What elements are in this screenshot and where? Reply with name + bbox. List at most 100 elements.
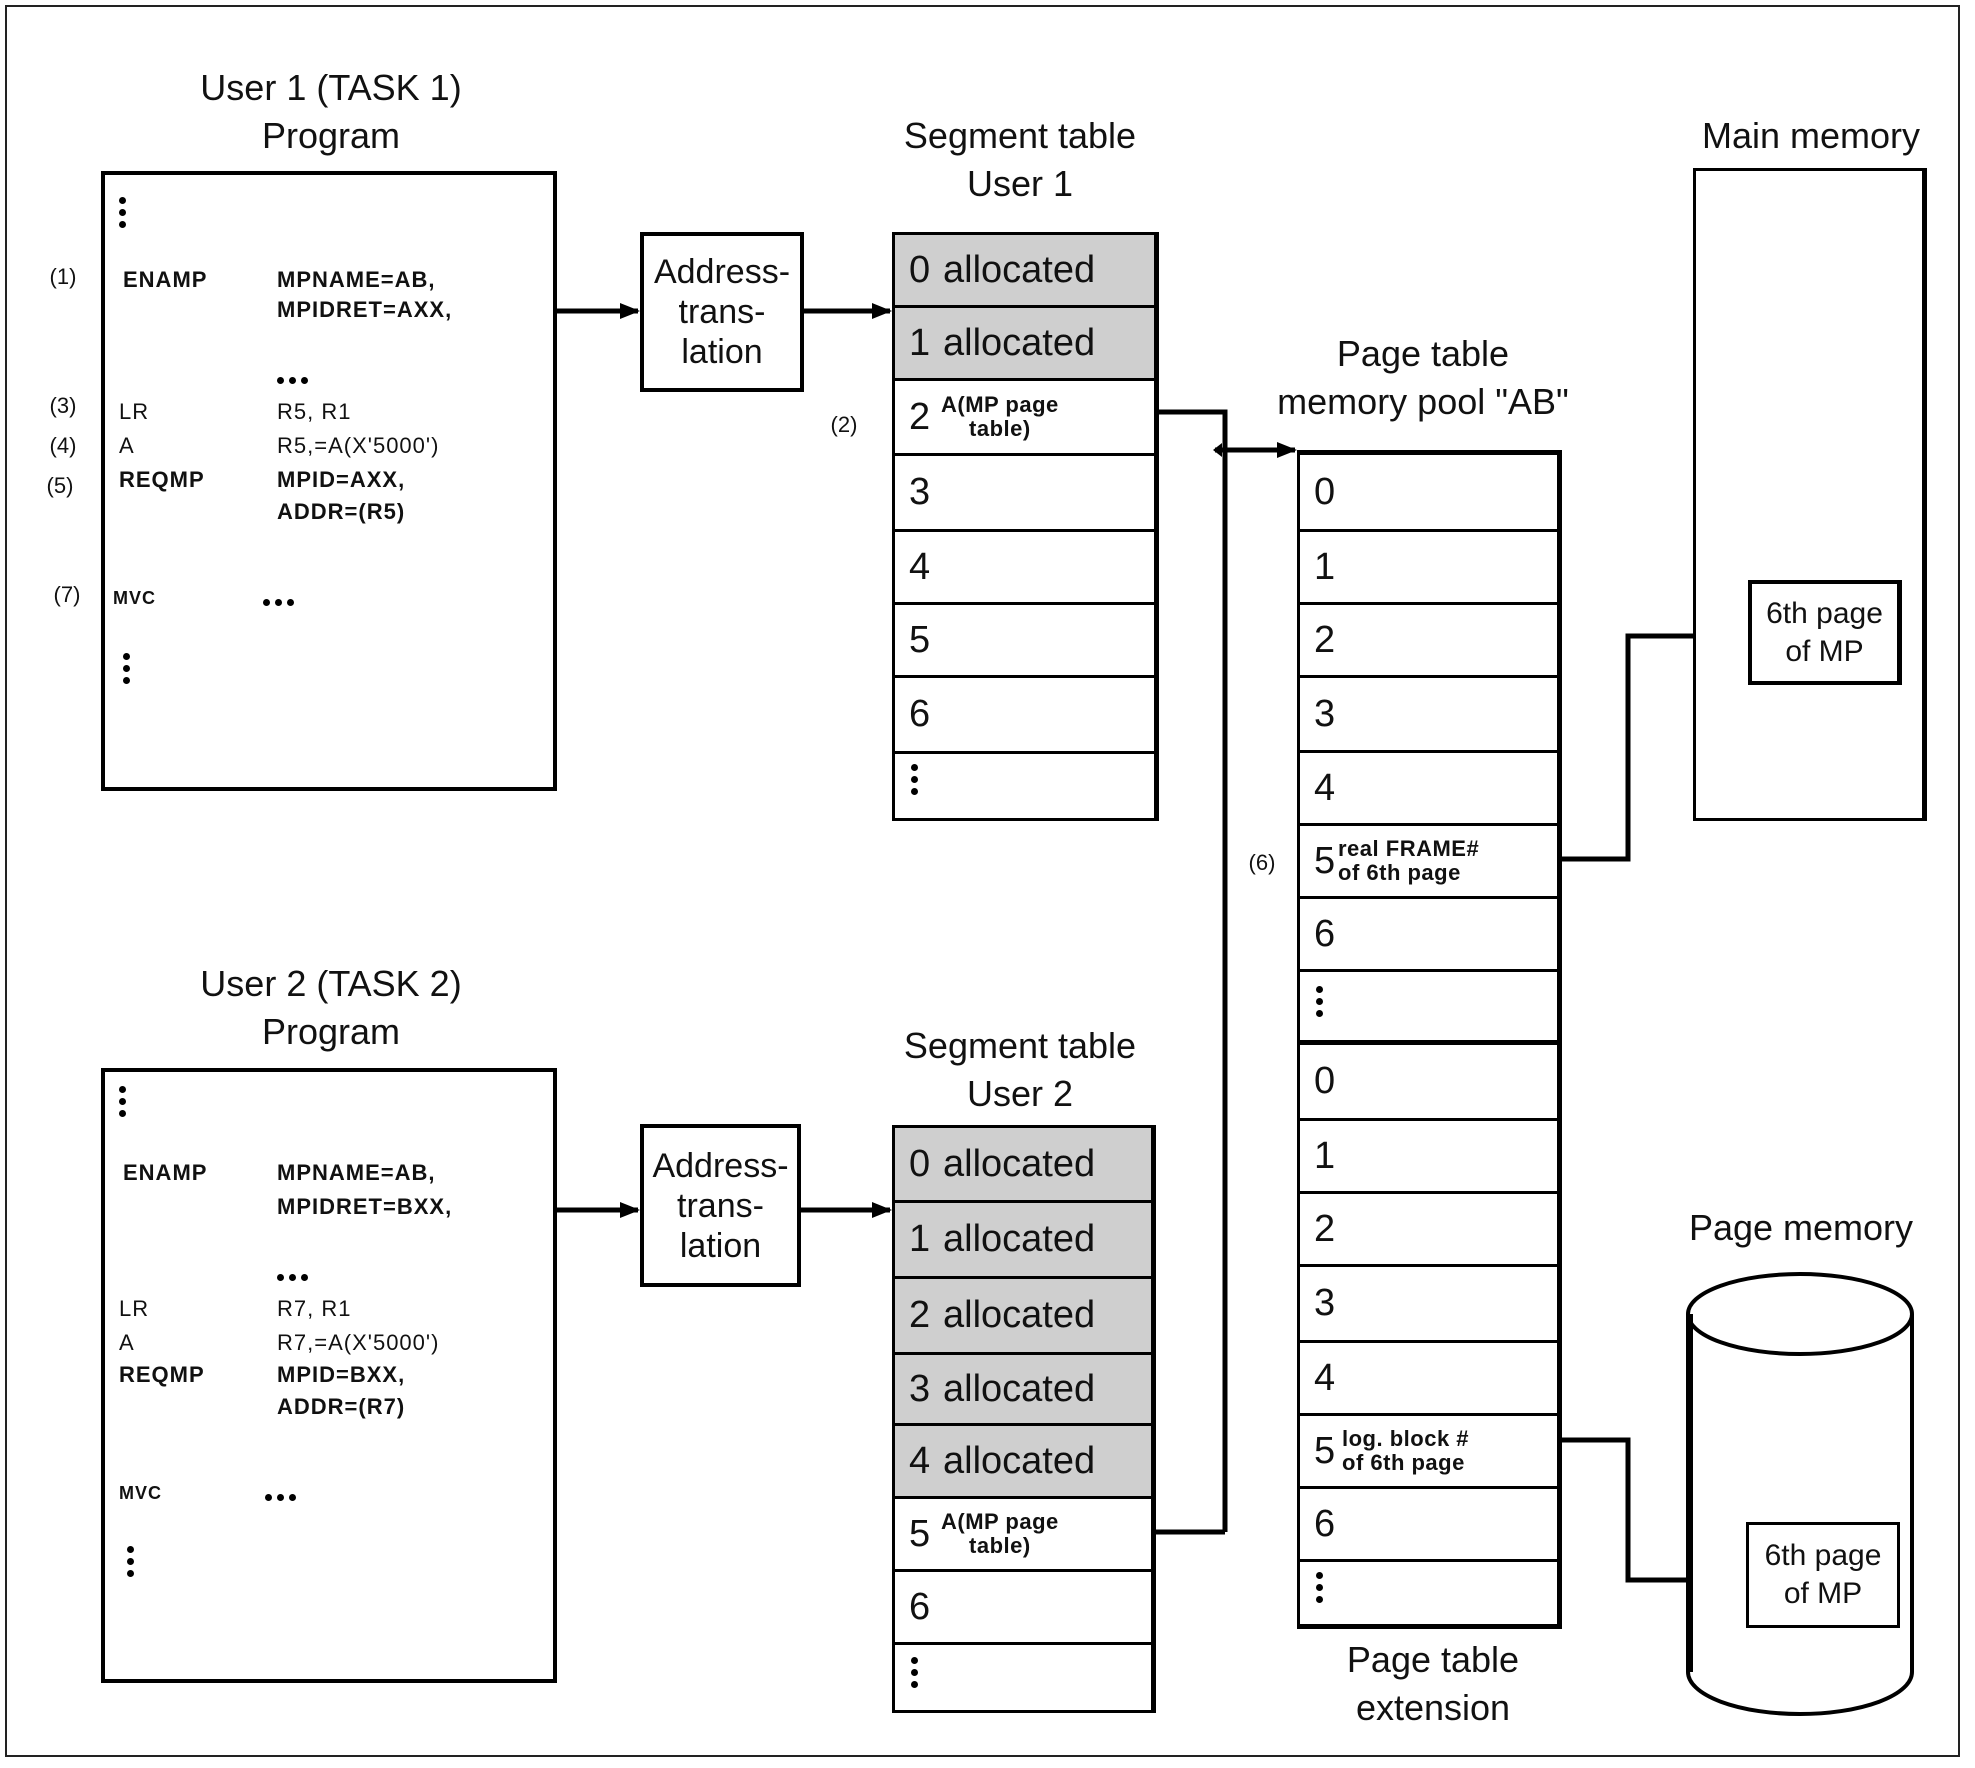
row-index: 0 xyxy=(1314,470,1336,513)
u1-arg-mpname: MPNAME=AB, xyxy=(277,267,436,292)
page-memory-title: Page memory xyxy=(1688,1207,1914,1248)
seg2-row-2: 2 allocated xyxy=(895,1279,1151,1355)
row-text: allocated xyxy=(943,248,1096,291)
u2-arg-lr: R7, R1 xyxy=(277,1296,352,1321)
row-text: allocated xyxy=(943,1439,1096,1482)
row-text-line1: A(MP page xyxy=(941,392,1059,417)
at2-line2: trans- xyxy=(677,1186,764,1225)
seg2-row-5: 5 A(MP page table) xyxy=(895,1499,1151,1572)
seg2-title-line1: Segment table xyxy=(903,1025,1137,1066)
u1-arg-lr: R5, R1 xyxy=(277,399,352,424)
horizontal-ellipsis-icon xyxy=(277,371,313,384)
at1-line3: lation xyxy=(681,333,763,371)
row-text: allocated xyxy=(943,1294,1096,1336)
row-text: A(MP page table) xyxy=(941,393,1059,441)
seg1-row-more xyxy=(895,754,1154,818)
u2-arg-mpname: MPNAME=AB, xyxy=(277,1160,436,1185)
u2-op-lr: LR xyxy=(119,1296,150,1321)
seg1-row-4: 4 xyxy=(895,532,1154,605)
pt-row-6: 6 xyxy=(1300,899,1557,972)
segment-table-2: 0 allocated 1 allocated 2 allocated 3 al… xyxy=(892,1125,1156,1713)
vertical-ellipsis-icon xyxy=(1316,1572,1324,1608)
segment-table-2-title: Segment table User 2 xyxy=(904,1022,1136,1118)
step-label-6: (6) xyxy=(1248,850,1276,875)
at2-line1: Address- xyxy=(652,1146,789,1185)
row-index: 4 xyxy=(909,1439,931,1482)
u1-op-enamp: ENAMP xyxy=(123,267,208,292)
page-table: 0 1 2 3 4 5 real FRAME# of 6th page 6 0 … xyxy=(1297,450,1562,1629)
u1-arg-addr: ADDR=(R5) xyxy=(277,499,406,524)
row-index: 5 xyxy=(909,1512,931,1555)
row-index: 4 xyxy=(909,545,931,588)
mm-page-line1: 6th page xyxy=(1766,596,1883,630)
row-index: 5 xyxy=(1314,1429,1336,1472)
at1-line1: Address- xyxy=(653,253,791,291)
u2-op-reqmp: REQMP xyxy=(119,1362,205,1387)
user1-title-line2: Program xyxy=(261,115,401,156)
pt-row-1: 1 xyxy=(1300,532,1557,605)
row-index: 0 xyxy=(909,248,931,291)
seg2-row-4: 4 allocated xyxy=(895,1426,1151,1499)
user1-title-line1: User 1 (TASK 1) xyxy=(200,67,462,108)
pt-row-more xyxy=(1300,972,1557,1045)
pt-row-2: 2 xyxy=(1300,605,1557,678)
row-text: allocated xyxy=(943,1218,1096,1260)
address-translation-box-1: Address- trans- lation xyxy=(640,232,804,392)
seg2-row-6: 6 xyxy=(895,1572,1151,1645)
step-label-7: (7) xyxy=(53,582,81,607)
pt-title-line2: memory pool "AB" xyxy=(1277,381,1569,422)
row-text: allocated xyxy=(943,321,1096,364)
row-text-line2: table) xyxy=(969,416,1031,441)
user2-program-box: ENAMP MPNAME=AB, MPIDRET=BXX, LR R7, R1 … xyxy=(101,1068,557,1683)
vertical-ellipsis-icon xyxy=(119,1086,127,1122)
u1-op-mvc: MVC xyxy=(113,588,156,608)
page-memory-6th-page: 6th page of MP xyxy=(1746,1522,1900,1628)
horizontal-ellipsis-icon xyxy=(277,1268,313,1281)
page-table-extension-title: Page table extension xyxy=(1347,1636,1519,1732)
pte-row-5: 5 log. block # of 6th page xyxy=(1300,1416,1557,1489)
row-index: 6 xyxy=(909,1585,931,1628)
seg1-row-5: 5 xyxy=(895,605,1154,678)
u2-arg-mpid: MPID=BXX, xyxy=(277,1362,406,1387)
row-text-line1: real FRAME# xyxy=(1338,836,1480,861)
pte-row-3: 3 xyxy=(1300,1267,1557,1343)
u1-op-lr: LR xyxy=(119,399,150,424)
seg1-row-2: 2 A(MP page table) xyxy=(895,381,1154,456)
step-label-1: (1) xyxy=(49,264,77,289)
pte-row-6: 6 xyxy=(1300,1489,1557,1562)
seg1-row-3: 3 xyxy=(895,456,1154,532)
address-translation-box-2: Address- trans- lation xyxy=(640,1124,801,1287)
page-table-title: Page table memory pool "AB" xyxy=(1277,330,1569,426)
pt-title-line1: Page table xyxy=(1336,333,1510,374)
user1-program-box: ENAMP MPNAME=AB, MPIDRET=AXX, LR R5, R1 … xyxy=(101,171,557,791)
at2-line3: lation xyxy=(679,1226,762,1265)
u2-op-enamp: ENAMP xyxy=(123,1160,208,1185)
u1-arg-mpidret: MPIDRET=AXX, xyxy=(277,297,453,322)
main-memory-6th-page: 6th page of MP xyxy=(1748,580,1902,685)
mm-page-line2: of MP xyxy=(1785,634,1864,668)
arrow-pt-row5-to-main-memory xyxy=(1562,628,1748,862)
seg2-row-more xyxy=(895,1645,1151,1710)
row-index: 3 xyxy=(1314,692,1336,735)
u2-arg-a: R7,=A(X'5000') xyxy=(277,1330,440,1355)
row-index: 1 xyxy=(1314,1134,1336,1177)
step-label-5: (5) xyxy=(46,473,74,498)
row-index: 3 xyxy=(1314,1282,1336,1324)
row-index: 1 xyxy=(909,1218,931,1260)
row-text-line1: A(MP page xyxy=(941,1509,1059,1534)
seg2-row-3: 3 allocated xyxy=(895,1355,1151,1426)
at1-line2: trans- xyxy=(678,293,766,331)
segment-table-1: 0 allocated 1 allocated 2 A(MP page tabl… xyxy=(892,232,1159,821)
u1-arg-mpid: MPID=AXX, xyxy=(277,467,406,492)
seg1-title-line1: Segment table xyxy=(903,115,1137,156)
row-text-line2: of 6th page xyxy=(1342,1450,1465,1475)
row-index: 6 xyxy=(1314,912,1336,955)
row-index: 3 xyxy=(909,1367,931,1410)
vertical-ellipsis-icon xyxy=(127,1546,135,1582)
diagram-frame xyxy=(5,5,1960,1757)
u1-arg-a: R5,=A(X'5000') xyxy=(277,433,440,458)
pte-row-more xyxy=(1300,1562,1557,1627)
row-index: 4 xyxy=(1314,1356,1336,1399)
u2-op-mvc: MVC xyxy=(119,1483,162,1503)
pm-page-line2: of MP xyxy=(1783,1577,1863,1610)
